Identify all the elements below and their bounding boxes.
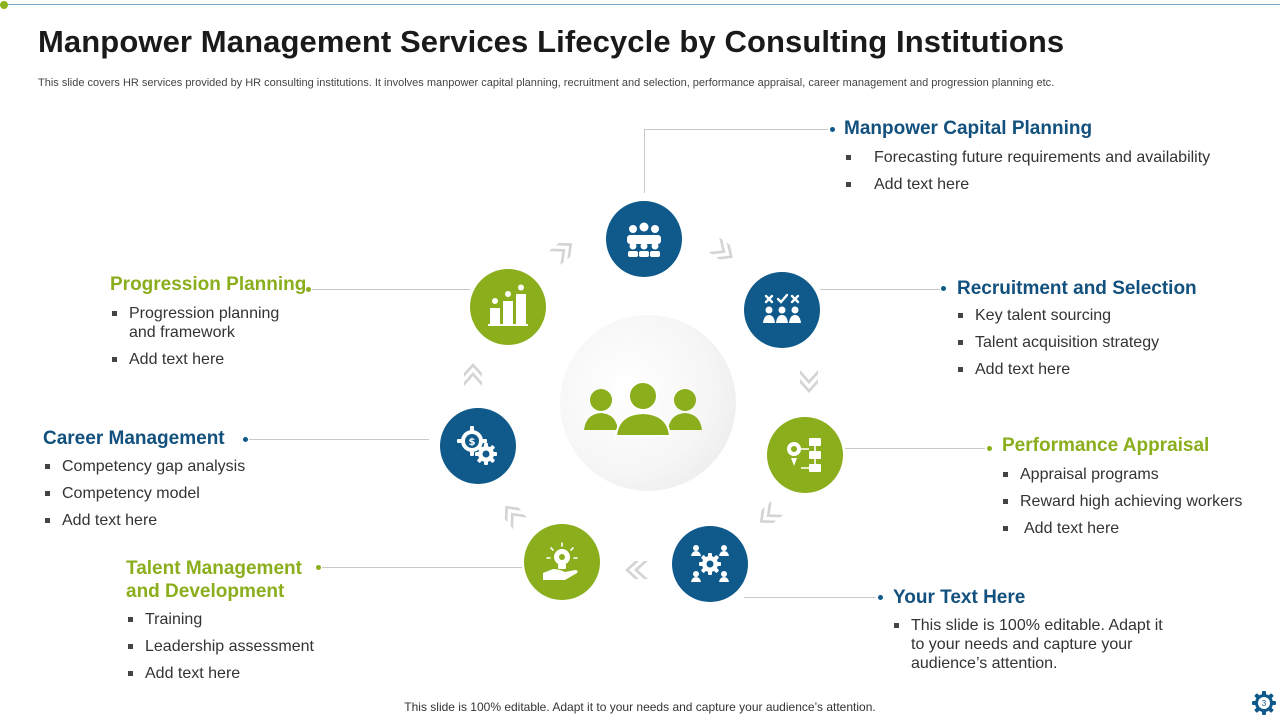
money-gear-icon: $ [457, 426, 497, 465]
connector-progression [312, 289, 470, 290]
stage-bullets-yourtext: This slide is 100% editable. Adapt it to… [893, 616, 1178, 681]
stage-heading-career: Career Management [43, 428, 225, 449]
chevron-arrow-icon [759, 501, 784, 524]
connector-dot-progression [306, 287, 311, 292]
page-number: 3 [1262, 699, 1267, 708]
chevron-arrow-icon [800, 370, 818, 393]
stage-circle-yourtext [672, 526, 748, 602]
stage-circle-career: $ [440, 408, 516, 484]
list-item: Competency model [44, 484, 304, 503]
hand-bulb-icon [543, 542, 578, 580]
list-item: Appraisal programs [1002, 465, 1272, 484]
list-item: Add text here [44, 511, 304, 530]
growth-people-icon [488, 284, 528, 326]
team-meeting-icon [627, 222, 661, 257]
connector-dot-performance [987, 446, 992, 451]
process-flow-icon [787, 438, 821, 472]
connector-yourtext [744, 597, 876, 598]
slide-subtitle: This slide covers HR services provided b… [38, 77, 1055, 89]
connector-manpower-v [644, 129, 645, 193]
stage-heading-performance: Performance Appraisal [1002, 435, 1210, 456]
list-item: This slide is 100% editable. Adapt it to… [893, 616, 1178, 673]
list-item: Competency gap analysis [44, 457, 304, 476]
connector-talent [322, 567, 522, 568]
connector-dot-career [243, 437, 248, 442]
candidate-selection-icon [763, 293, 801, 323]
slide-footer: This slide is 100% editable. Adapt it to… [404, 700, 876, 714]
list-item: Add text here [127, 664, 387, 683]
stage-heading-yourtext: Your Text Here [893, 587, 1026, 608]
stage-circle-performance [767, 417, 843, 493]
chevron-arrow-icon [625, 561, 648, 579]
page-number-gear-icon: 3 [1252, 691, 1276, 715]
connector-recruitment [820, 289, 940, 290]
chevron-arrow-icon [708, 237, 733, 260]
svg-text:$: $ [469, 437, 476, 448]
stage-bullets-career: Competency gap analysis Competency model… [44, 457, 304, 538]
top-rule-dot [0, 1, 8, 9]
list-item: Key talent sourcing [957, 306, 1257, 325]
chevron-arrow-icon [464, 363, 482, 386]
connector-dot-manpower [830, 127, 835, 132]
list-item: Progression planning and framework [111, 304, 296, 342]
list-item: Add text here [957, 360, 1257, 379]
list-item: Forecasting future requirements and avai… [845, 148, 1245, 167]
connector-performance [845, 448, 985, 449]
stage-bullets-manpower: Forecasting future requirements and avai… [845, 148, 1245, 202]
stage-bullets-talent: Training Leadership assessment Add text … [127, 610, 387, 691]
chevron-arrow-icon [504, 505, 527, 530]
list-item: Reward high achieving workers [1002, 492, 1272, 511]
stage-circle-manpower [606, 201, 682, 277]
stage-circle-recruitment [744, 272, 820, 348]
connector-manpower-h [644, 129, 828, 130]
list-item: Talent acquisition strategy [957, 333, 1257, 352]
people-group-icon [584, 381, 702, 437]
list-item: Add text here [1002, 519, 1272, 538]
connector-dot-recruitment [941, 286, 946, 291]
list-item: Add text here [111, 350, 296, 369]
stage-bullets-recruitment: Key talent sourcing Talent acquisition s… [957, 306, 1257, 387]
stage-circle-progression [470, 269, 546, 345]
stage-heading-manpower: Manpower Capital Planning [844, 118, 1093, 139]
stage-bullets-progression: Progression planning and framework Add t… [111, 304, 296, 377]
slide-title: Manpower Management Services Lifecycle b… [38, 24, 1065, 59]
team-gear-icon [691, 545, 729, 582]
stage-heading-recruitment: Recruitment and Selection [957, 278, 1197, 299]
stage-circle-talent [524, 524, 600, 600]
connector-career [249, 439, 429, 440]
list-item: Training [127, 610, 387, 629]
top-rule [0, 4, 1280, 5]
chevron-arrow-icon [548, 242, 573, 265]
stage-bullets-performance: Appraisal programs Reward high achieving… [1002, 465, 1272, 546]
list-item: Add text here [845, 175, 1245, 194]
connector-dot-yourtext [878, 595, 883, 600]
list-item: Leadership assessment [127, 637, 387, 656]
stage-heading-progression: Progression Planning [110, 274, 307, 295]
connector-dot-talent [316, 565, 321, 570]
stage-heading-talent: Talent Management and Development [126, 558, 302, 602]
